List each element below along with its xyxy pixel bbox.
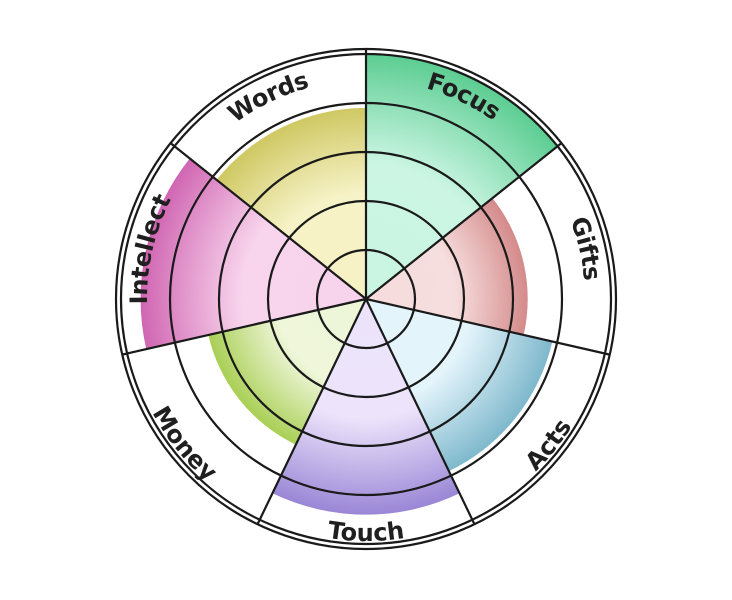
label-money: Money <box>147 401 223 486</box>
grid-spoke <box>365 298 476 525</box>
segment-money <box>208 299 366 445</box>
segment-gifts <box>366 198 528 335</box>
label-touch: Touch <box>326 516 405 547</box>
grid-spoke <box>365 297 610 356</box>
grid-spoke <box>365 142 563 300</box>
segment-touch <box>272 299 460 515</box>
segment-focus <box>366 54 558 299</box>
grid-lines <box>114 47 618 551</box>
segment-words <box>216 107 366 300</box>
grid-spoke <box>169 142 367 300</box>
grid-spoke <box>122 297 367 356</box>
grid-spoke <box>256 298 367 525</box>
segment-intellect <box>140 158 366 350</box>
segment-fills <box>140 54 558 515</box>
